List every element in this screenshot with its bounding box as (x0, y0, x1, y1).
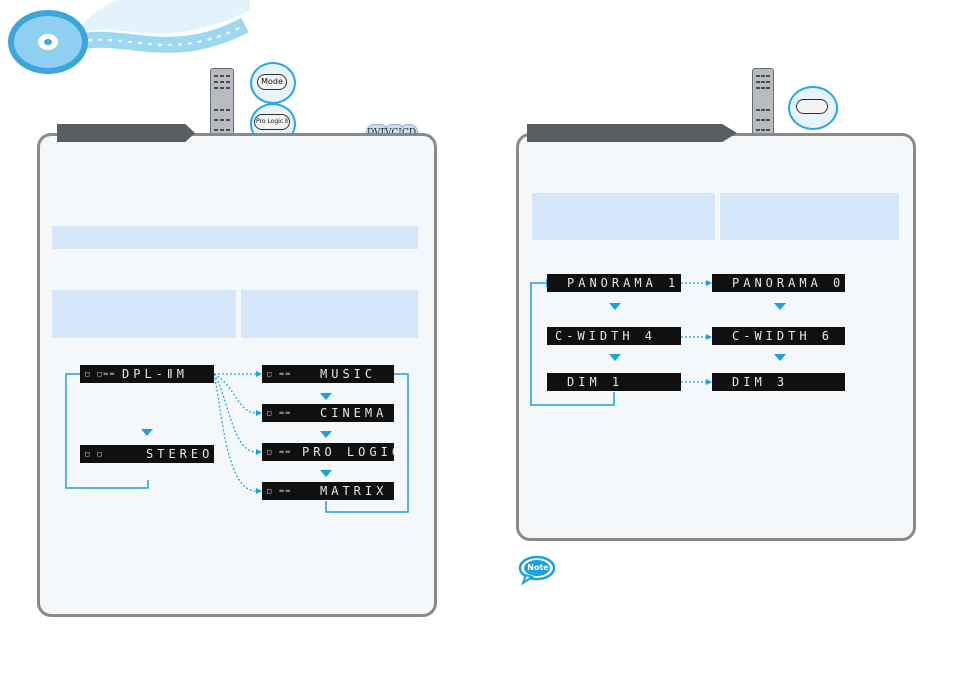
lcd-text: C-WIDTH 6 (732, 329, 834, 343)
right-section-tab (527, 124, 737, 142)
right-band-col2 (720, 193, 899, 240)
lcd-indicator: □ □ (85, 450, 104, 458)
lcd-indicator: □ ══ (267, 370, 292, 378)
lcd-indicator: □ □══ (85, 370, 117, 378)
arrow-down-icon (320, 470, 332, 477)
left-wide-band (52, 226, 418, 249)
lcd-text: STEREO (146, 447, 214, 461)
lcd-pro-logic: □ ══ PRO LOGIC (262, 443, 399, 461)
lcd-text: DIM 1 (567, 375, 624, 389)
right-band-col1 (532, 193, 715, 240)
lcd-panorama-1: PANORAMA 1 (547, 274, 681, 292)
mode-button[interactable]: Mode (257, 74, 287, 90)
left-section-tab (57, 124, 195, 142)
prologic-button[interactable]: Pro Logic Ⅱ (254, 114, 290, 130)
note-label: Note (527, 563, 549, 572)
lcd-indicator: □ ══ (267, 487, 292, 495)
note-icon (518, 555, 556, 585)
lcd-text: MATRIX (320, 484, 388, 498)
lcd-indicator: □ ══ (267, 448, 292, 456)
lcd-music: □ ══ MUSIC (262, 365, 394, 383)
lcd-dim-3: DIM 3 (712, 373, 845, 391)
lcd-panorama-0: PANORAMA 0 (712, 274, 845, 292)
lcd-text: MUSIC (320, 367, 377, 381)
lcd-indicator: □ ══ (267, 409, 292, 417)
lcd-text: DPL-ⅡM (122, 367, 189, 381)
lcd-cinema: □ ══ CINEMA (262, 404, 394, 422)
lcd-cwidth-4: C-WIDTH 4 (547, 327, 681, 345)
arrow-down-icon (774, 354, 786, 361)
lcd-cwidth-6: C-WIDTH 6 (712, 327, 845, 345)
lcd-text: PRO LOGIC (302, 445, 404, 459)
arrow-down-icon (774, 303, 786, 310)
lcd-text: C-WIDTH 4 (555, 329, 657, 343)
arrow-down-icon (320, 431, 332, 438)
arrow-down-icon (609, 303, 621, 310)
lcd-matrix: □ ══ MATRIX (262, 482, 394, 500)
lcd-text: PANORAMA 1 (567, 276, 680, 290)
arrow-down-icon (320, 393, 332, 400)
arrow-down-icon (609, 354, 621, 361)
lcd-text: CINEMA (320, 406, 388, 420)
lcd-stereo: □ □ STEREO (80, 445, 214, 463)
arrow-down-icon (141, 429, 153, 436)
left-band-col2 (241, 290, 418, 338)
lcd-text: DIM 3 (732, 375, 789, 389)
lcd-dim-1: DIM 1 (547, 373, 681, 391)
remote-button[interactable] (796, 99, 828, 114)
left-band-col1 (52, 290, 236, 338)
lcd-text: PANORAMA 0 (732, 276, 845, 290)
cd-film-banner (8, 0, 250, 74)
lcd-dpl2m: □ □══ DPL-ⅡM (80, 365, 214, 383)
